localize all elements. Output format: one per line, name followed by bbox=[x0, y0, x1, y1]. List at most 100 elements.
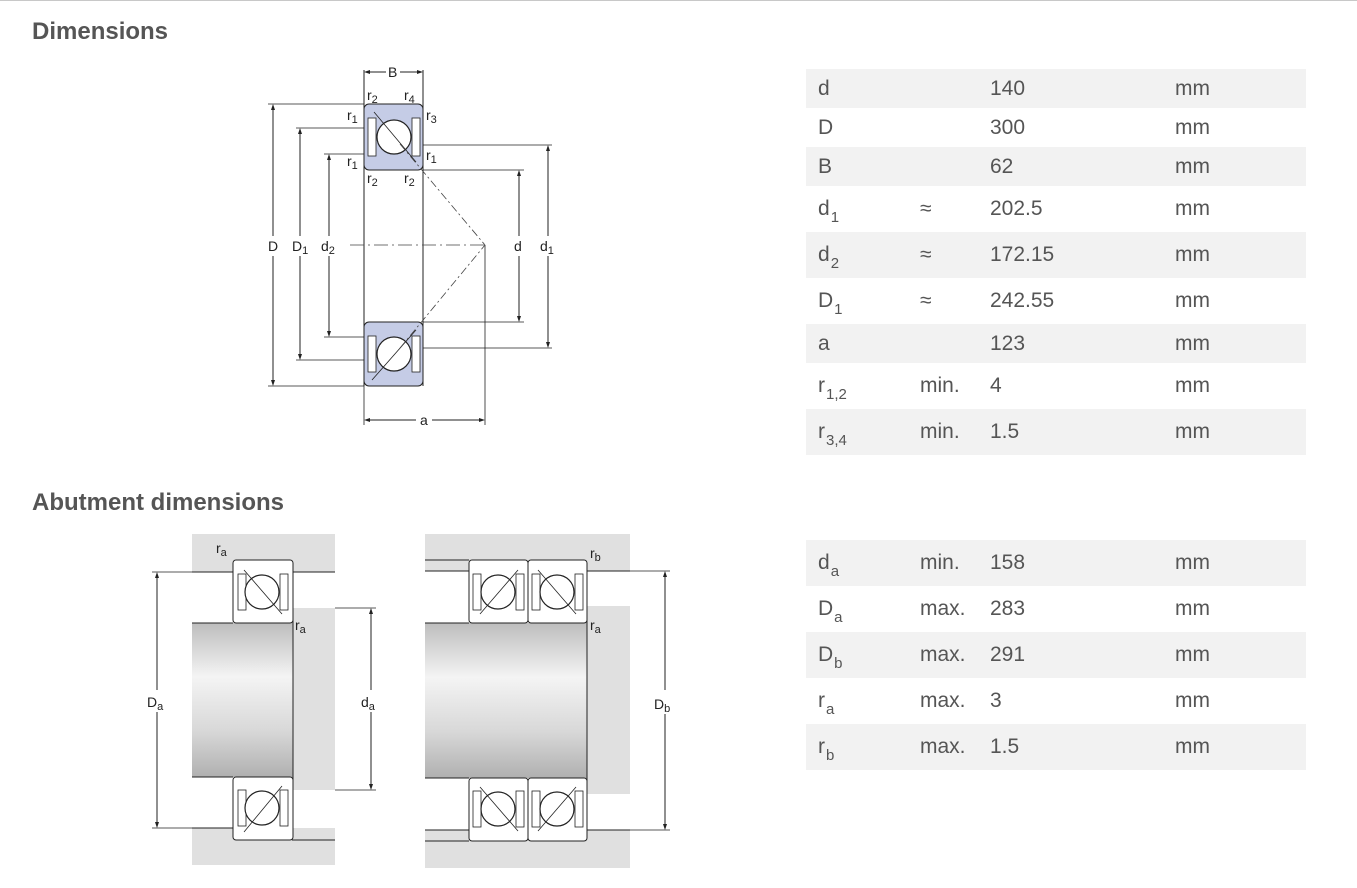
dimensions-row: a 123 mm bbox=[806, 324, 1306, 363]
label-ra-shaft-paired: ra bbox=[590, 617, 602, 636]
value-cell: 3 bbox=[990, 689, 1002, 712]
label-r1-lower: r1 bbox=[347, 153, 358, 172]
unit-cell: mm bbox=[1175, 289, 1210, 312]
unit-cell: mm bbox=[1175, 735, 1210, 758]
value-cell: 123 bbox=[990, 331, 1026, 355]
symbol-cell: Da bbox=[806, 586, 920, 632]
top-divider bbox=[0, 0, 1357, 1]
dimensions-row: d 140 mm bbox=[806, 69, 1306, 108]
label-Da: Da bbox=[147, 694, 164, 713]
value-cell: 158 bbox=[990, 551, 1026, 574]
label-d1: d1 bbox=[540, 238, 554, 257]
unit-cell: mm bbox=[1175, 76, 1210, 100]
unit-cell: mm bbox=[1175, 154, 1210, 178]
qualifier-cell: ≈ bbox=[920, 243, 932, 266]
symbol-subscript: a bbox=[834, 609, 843, 626]
qualifier-cell: min. bbox=[920, 374, 960, 397]
symbol-cell: d bbox=[806, 69, 920, 108]
symbol: B bbox=[818, 154, 833, 178]
symbol-cell: ra bbox=[806, 678, 920, 724]
label-r1-upper: r1 bbox=[347, 107, 358, 126]
label-r1-right: r1 bbox=[426, 147, 437, 166]
bearing-dimension-drawing: B a D D1 d2 d bbox=[268, 64, 554, 428]
symbol-subscript: 1 bbox=[834, 301, 843, 318]
value-cell: 300 bbox=[990, 115, 1026, 139]
label-d: d bbox=[514, 238, 522, 254]
value-cell: 1.5 bbox=[990, 420, 1020, 443]
unit-cell: mm bbox=[1175, 197, 1210, 220]
symbol-cell: r1,2 bbox=[806, 363, 920, 409]
symbol-cell: B bbox=[806, 147, 920, 186]
label-r2-bottom-right: r2 bbox=[404, 170, 415, 189]
qualifier-cell: max. bbox=[920, 735, 966, 758]
unit-cell: mm bbox=[1175, 551, 1210, 574]
value-cell: 140 bbox=[990, 76, 1026, 100]
label-D: D bbox=[268, 238, 278, 254]
unit-cell: mm bbox=[1175, 243, 1210, 266]
value-cell: 62 bbox=[990, 154, 1014, 178]
unit-cell: mm bbox=[1175, 689, 1210, 712]
symbol-subscript: a bbox=[826, 701, 835, 718]
symbol: r bbox=[818, 735, 825, 758]
abutment-drawing-paired: Db rb ra bbox=[425, 534, 670, 868]
symbol-subscript: b bbox=[826, 747, 835, 764]
symbol-cell: rb bbox=[806, 724, 920, 770]
symbol-cell: Db bbox=[806, 632, 920, 678]
symbol-cell: r3,4 bbox=[806, 409, 920, 455]
symbol: d bbox=[818, 76, 830, 100]
value-cell: 242.55 bbox=[990, 289, 1055, 312]
symbol-cell: d2 bbox=[806, 232, 920, 278]
symbol: D bbox=[818, 597, 834, 620]
value-cell: 283 bbox=[990, 597, 1026, 620]
symbol-cell: d1 bbox=[806, 186, 920, 232]
symbol-subscript: 2 bbox=[830, 255, 840, 272]
label-D1: D1 bbox=[292, 238, 308, 257]
symbol: r bbox=[818, 689, 825, 712]
unit-cell: mm bbox=[1175, 420, 1210, 443]
symbol-subscript: b bbox=[834, 655, 843, 672]
symbol-cell: a bbox=[806, 324, 920, 363]
label-r4: r4 bbox=[404, 87, 415, 106]
symbol-subscript: 3,4 bbox=[826, 432, 847, 449]
abutment-drawing-single: Da da ra ra bbox=[147, 534, 376, 865]
symbol: D bbox=[818, 115, 834, 139]
label-Db: Db bbox=[654, 696, 670, 715]
dimensions-row: D 300 mm bbox=[806, 108, 1306, 147]
label-rb: rb bbox=[590, 545, 601, 564]
label-r3: r3 bbox=[426, 107, 437, 126]
unit-cell: mm bbox=[1175, 643, 1210, 666]
symbol: r bbox=[818, 420, 825, 443]
value-cell: 172.15 bbox=[990, 243, 1055, 266]
symbol: D bbox=[818, 643, 834, 666]
abutment-heading: Abutment dimensions bbox=[32, 489, 285, 516]
label-a: a bbox=[420, 412, 428, 428]
unit-cell: mm bbox=[1175, 115, 1210, 139]
qualifier-cell: max. bbox=[920, 643, 966, 666]
symbol: d bbox=[818, 243, 830, 266]
label-B: B bbox=[388, 64, 397, 80]
qualifier-cell: max. bbox=[920, 689, 966, 712]
unit-cell: mm bbox=[1175, 331, 1210, 355]
qualifier-cell bbox=[920, 108, 990, 147]
value-cell: 4 bbox=[990, 374, 1002, 397]
dimensions-row: B 62 mm bbox=[806, 147, 1306, 186]
label-ra-shaft: ra bbox=[295, 617, 307, 636]
symbol: r bbox=[818, 374, 825, 397]
label-r2-top-left: r2 bbox=[367, 87, 378, 106]
symbol: a bbox=[818, 331, 830, 355]
symbol-cell: D1 bbox=[806, 278, 920, 324]
symbol-cell: da bbox=[806, 540, 920, 586]
value-cell: 1.5 bbox=[990, 735, 1020, 758]
label-d2: d2 bbox=[321, 238, 335, 257]
value-cell: 291 bbox=[990, 643, 1026, 666]
symbol-subscript: 1 bbox=[830, 209, 840, 226]
